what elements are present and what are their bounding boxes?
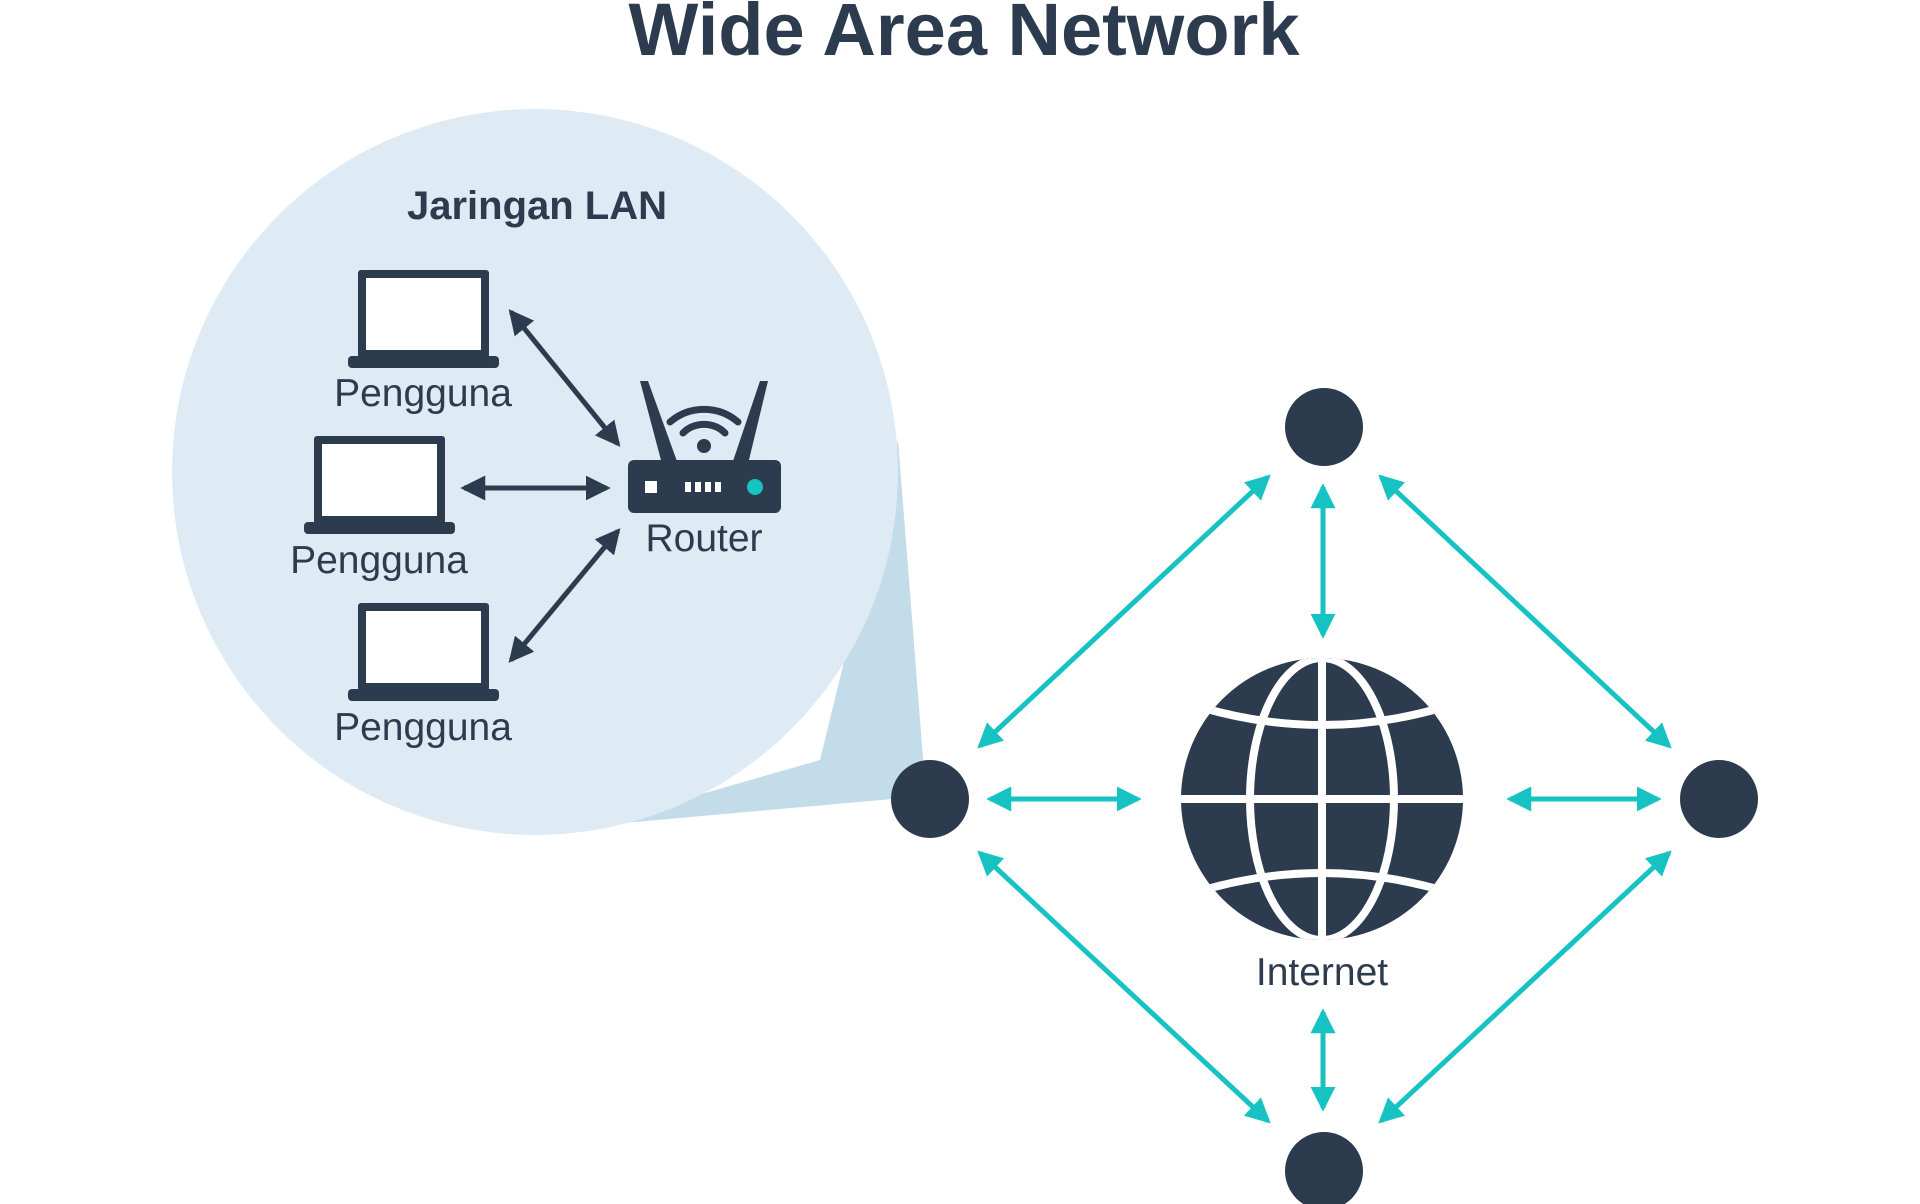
globe-icon — [1181, 658, 1463, 940]
laptop-icon — [348, 603, 499, 701]
link-left-top — [977, 474, 1271, 749]
wan-node-left — [891, 760, 969, 838]
lan-title: Jaringan LAN — [407, 184, 667, 228]
page-title: Wide Area Network — [629, 0, 1301, 71]
user-label-3: Pengguna — [334, 706, 512, 749]
link-right-bottom — [1378, 850, 1672, 1124]
wan-links — [977, 474, 1672, 1124]
user-label-1: Pengguna — [334, 372, 512, 415]
lan-links — [460, 309, 621, 663]
bubble-circle — [172, 109, 898, 835]
wifi-icon — [666, 405, 742, 437]
router-label: Router — [645, 517, 762, 560]
user-label-2: Pengguna — [290, 539, 468, 582]
lan-bubble — [172, 109, 926, 835]
internet-label: Internet — [1256, 951, 1388, 994]
wan-node-right — [1680, 760, 1758, 838]
wifi-router-icon — [628, 381, 781, 513]
wan-node-top — [1285, 388, 1363, 466]
link-user3-router — [508, 528, 621, 663]
link-user1-router — [508, 309, 621, 447]
laptop-icon — [348, 270, 499, 368]
laptop-icon — [304, 436, 455, 534]
wan-node-bottom — [1285, 1132, 1363, 1204]
bubble-tail — [590, 440, 926, 826]
link-top-right — [1378, 474, 1672, 749]
link-left-bottom — [977, 850, 1271, 1124]
